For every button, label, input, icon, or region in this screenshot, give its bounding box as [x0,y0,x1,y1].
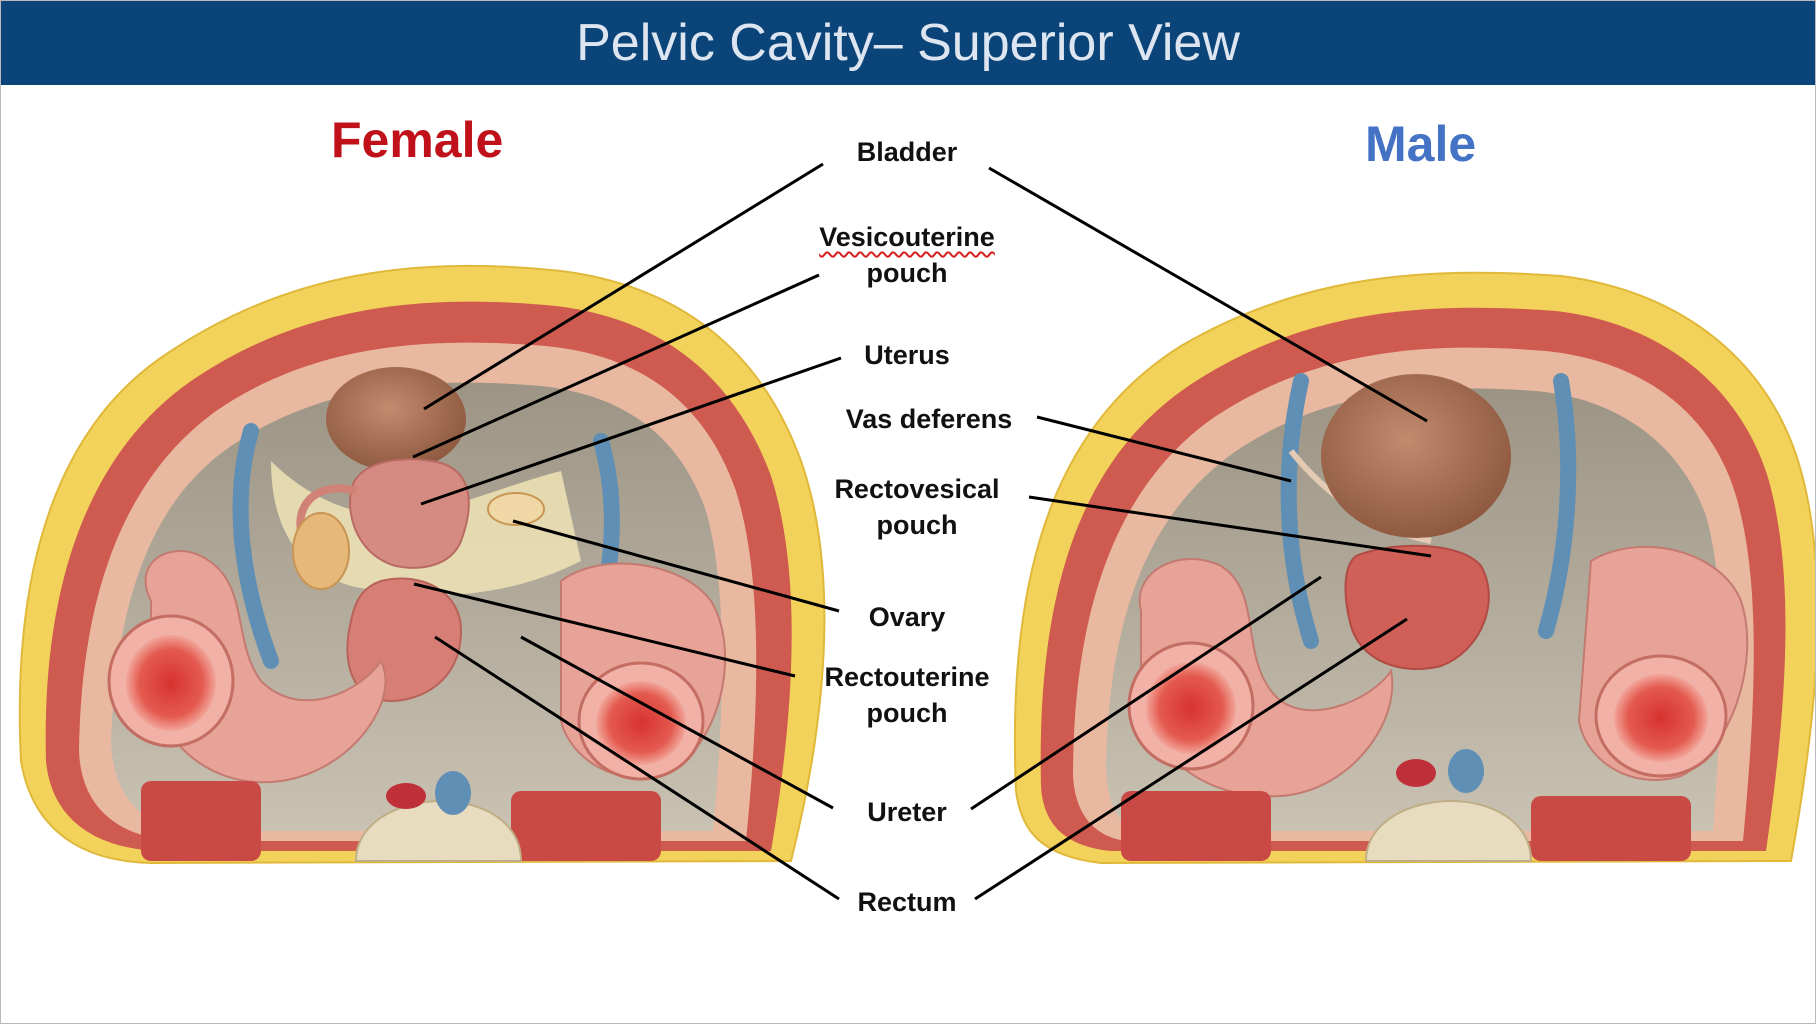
label-ovary: Ovary [868,602,946,632]
male-pelvis-illustration [1013,271,1815,865]
slide-title: Pelvic Cavity– Superior View [576,14,1240,72]
label-vas-deferens: Vas deferens [845,404,1013,434]
female-left-ovary [292,512,350,590]
male-right-lumen-inner [1614,674,1708,762]
female-left-iliac-vein [232,423,279,669]
leader-rectouterine-pouch [413,582,796,678]
male-common-iliac-artery [1396,759,1436,787]
label-rectouterine-line1: Rectouterine [824,662,990,692]
leader-rectum-female [434,635,840,901]
leader-vesicouterine-pouch [412,273,820,459]
label-uterus: Uterus [864,340,950,370]
female-left-lumen-inner [126,635,216,731]
male-right-iliac-vein [1538,373,1577,639]
female-right-psoas [511,791,661,861]
male-left-iliac-vein [1280,373,1319,649]
label-vesicouterine-line1: Vesicouterine [819,222,995,252]
leader-lines [412,162,1432,901]
leader-bladder-male [988,166,1428,423]
leader-rectum-male [974,617,1408,901]
male-heading: Male [1365,116,1477,172]
leader-rectovesical-pouch [1028,495,1432,558]
leader-vas-deferens [1036,415,1292,483]
label-rectovesical-line1: Rectovesical [834,474,1000,504]
label-vesicouterine-pouch: Vesicouterine pouch [797,219,1017,291]
label-ureter: Ureter [867,797,947,827]
leader-ureter-male [970,575,1322,811]
female-left-uterine-tube [296,484,358,532]
female-uterus [349,458,470,569]
female-bladder [326,367,466,471]
female-common-iliac-artery [386,783,426,809]
male-common-iliac-vein [1448,749,1484,793]
label-bladder: Bladder [856,137,958,167]
label-rectum: Rectum [857,887,957,917]
leader-ovary [512,519,840,613]
label-vesicouterine-line2: pouch [866,258,948,288]
female-right-lumen-inner [596,681,686,765]
label-rectouterine-pouch: Rectouterine pouch [797,659,1017,731]
title-bar [1,1,1815,85]
leader-ureter-female [520,635,834,810]
male-right-psoas [1531,796,1691,861]
label-rectovesical-pouch: Rectovesical pouch [807,471,1027,543]
female-heading: Female [331,112,504,168]
female-common-iliac-vein [435,771,471,815]
male-bladder [1321,374,1511,538]
label-rectovesical-line2: pouch [876,510,958,540]
male-vertebra [1364,799,1533,862]
male-left-lumen-inner [1146,662,1236,754]
leader-uterus [420,356,842,506]
female-pelvis-illustration [18,264,826,865]
female-right-ovary [487,492,545,526]
leader-bladder-female [423,162,824,411]
male-left-psoas [1121,791,1271,861]
label-rectouterine-line2: pouch [866,698,948,728]
male-rectum [1344,544,1490,671]
female-left-psoas [141,781,261,861]
